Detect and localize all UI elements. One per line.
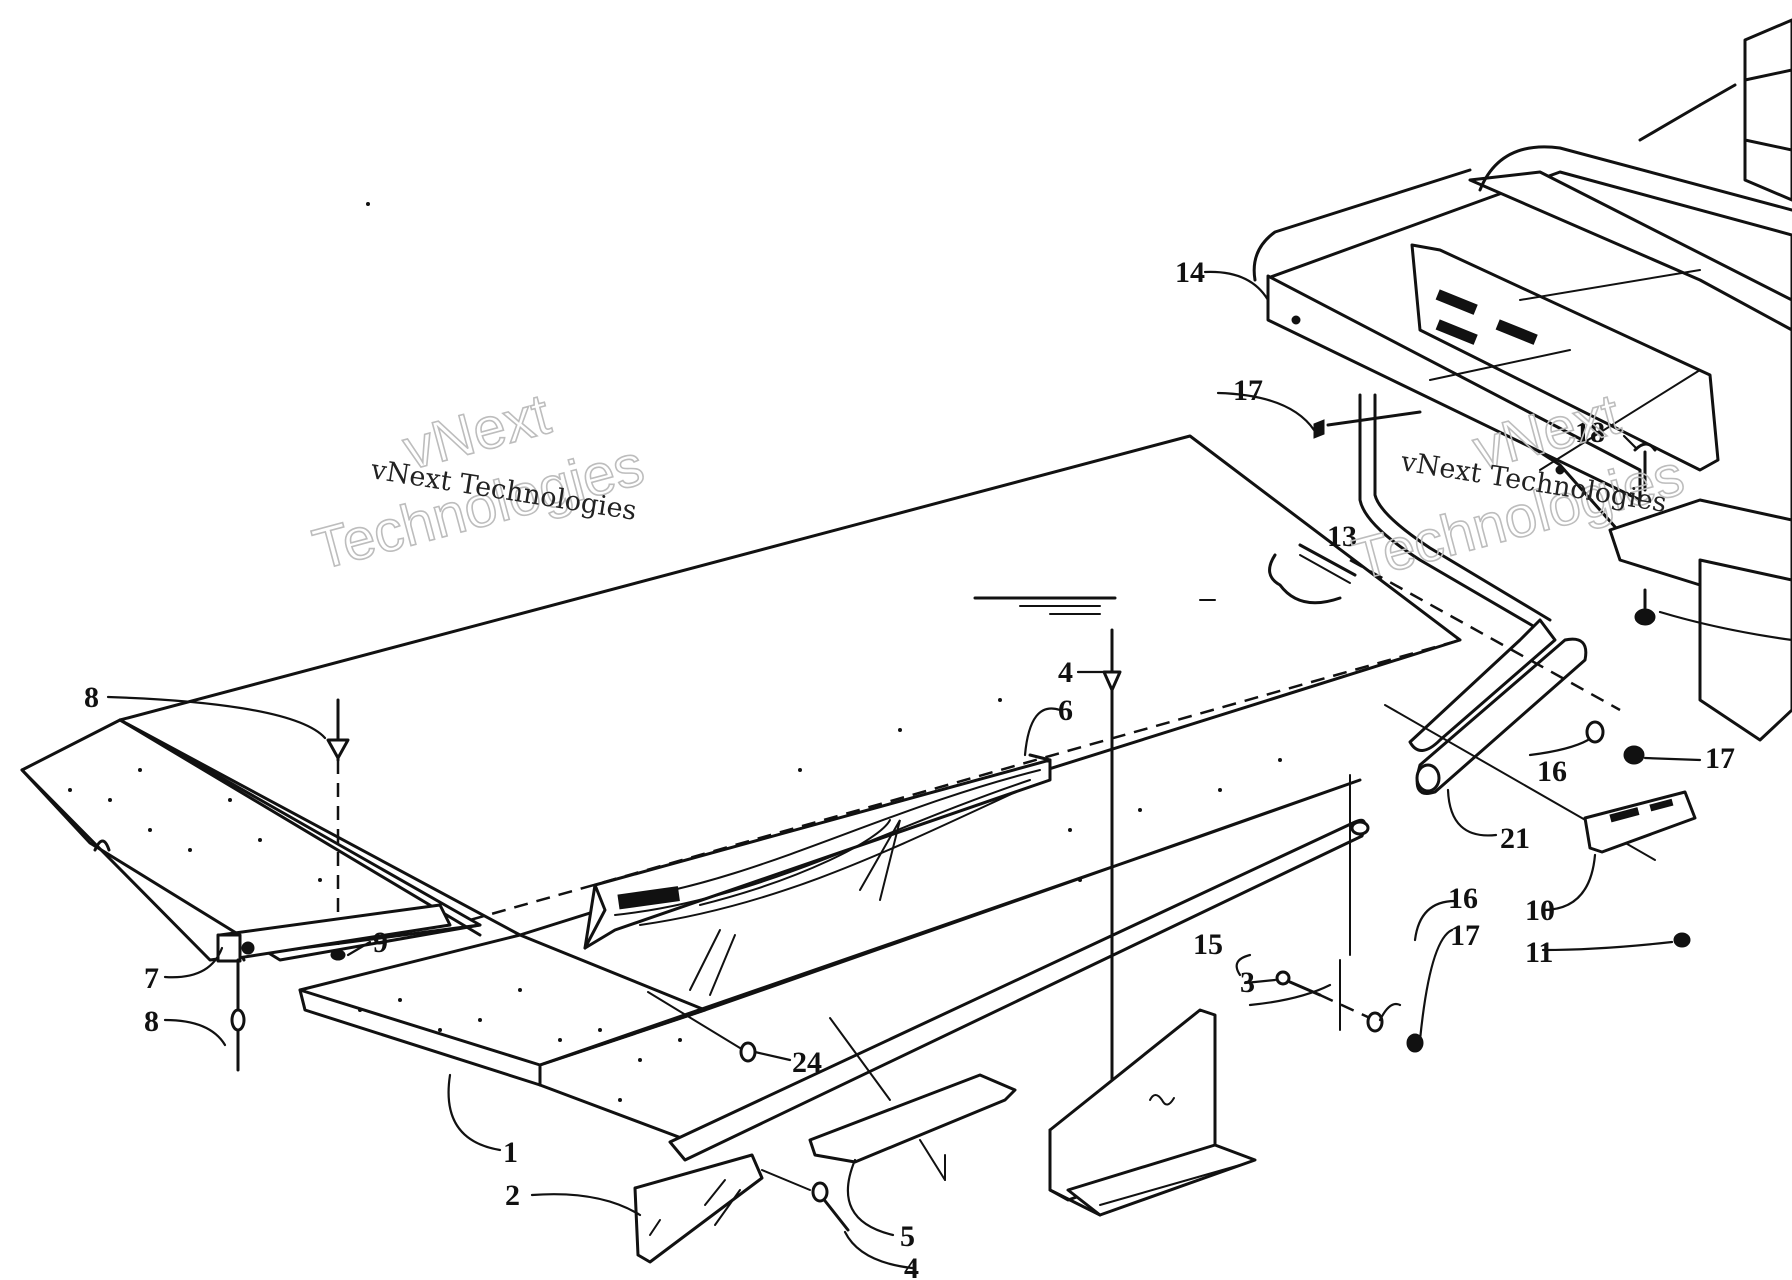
- callout-24: 24: [792, 1046, 822, 1079]
- bracket-3: [1048, 1008, 1257, 1217]
- callout-7: 7: [144, 962, 159, 995]
- callout-1: 1: [503, 1136, 518, 1169]
- tube-washer-nut: [1585, 720, 1645, 765]
- callout-16-upper: 16: [1537, 755, 1567, 788]
- callout-17-right: 17: [1705, 742, 1735, 775]
- side-pocket: [583, 753, 1052, 996]
- callout-15: 15: [1193, 928, 1223, 961]
- callout-17-top: 17: [1233, 374, 1263, 407]
- callout-5: 5: [900, 1220, 915, 1253]
- bolt-15-assembly: [1275, 774, 1424, 1053]
- screw-11: [1673, 932, 1691, 948]
- pin-8-upper: [326, 698, 350, 945]
- plate-5: [808, 1017, 1017, 1181]
- callout-14: 14: [1175, 256, 1205, 289]
- callout-8-upper: 8: [84, 681, 99, 714]
- hatch-marks: [973, 596, 1216, 615]
- nut-17-top: [1313, 410, 1422, 439]
- callout-6: 6: [1058, 694, 1073, 727]
- callout-18: 18: [1575, 416, 1605, 449]
- callout-21: 21: [1500, 822, 1530, 855]
- stray-dot: [366, 202, 370, 206]
- callout-2: 2: [505, 1179, 520, 1212]
- washer-24: [647, 991, 757, 1063]
- lens-2: [633, 1153, 764, 1264]
- callout-4-upper: 4: [1058, 656, 1073, 689]
- plate-10: [1583, 790, 1697, 854]
- assembly-dashed-line-13: [1349, 558, 1621, 712]
- callout-10: 10: [1525, 894, 1555, 927]
- fastener-right-edge: [1634, 588, 1656, 626]
- bracket-7: [216, 903, 452, 963]
- rear-frame: [1252, 18, 1792, 795]
- callout-11: 11: [1525, 936, 1553, 969]
- callout-16-lower: 16: [1448, 882, 1478, 915]
- callout-3: 3: [1240, 966, 1255, 999]
- callout-17-lower: 17: [1450, 919, 1480, 952]
- callout-9: 9: [373, 926, 388, 959]
- bolt-13: [1268, 543, 1357, 605]
- callout-4-lower: 4: [904, 1252, 919, 1280]
- panel-rivet-dots: [68, 698, 1282, 1102]
- callout-13: 13: [1327, 520, 1357, 553]
- watermark-left: vNext Technologies vNext Technologies: [306, 381, 651, 584]
- pin-8-lower: [230, 958, 246, 1072]
- step-rail: [668, 818, 1370, 1162]
- washer-9: [330, 949, 346, 961]
- screw-4-lower: [761, 1169, 850, 1232]
- callout-labels: 1 2 3 4 4 5 6 7 8 8 9 10 11 13 14 15 16 …: [84, 256, 1735, 1280]
- leader-lines: [106, 270, 1792, 1270]
- callout-8-lower: 8: [144, 1005, 159, 1038]
